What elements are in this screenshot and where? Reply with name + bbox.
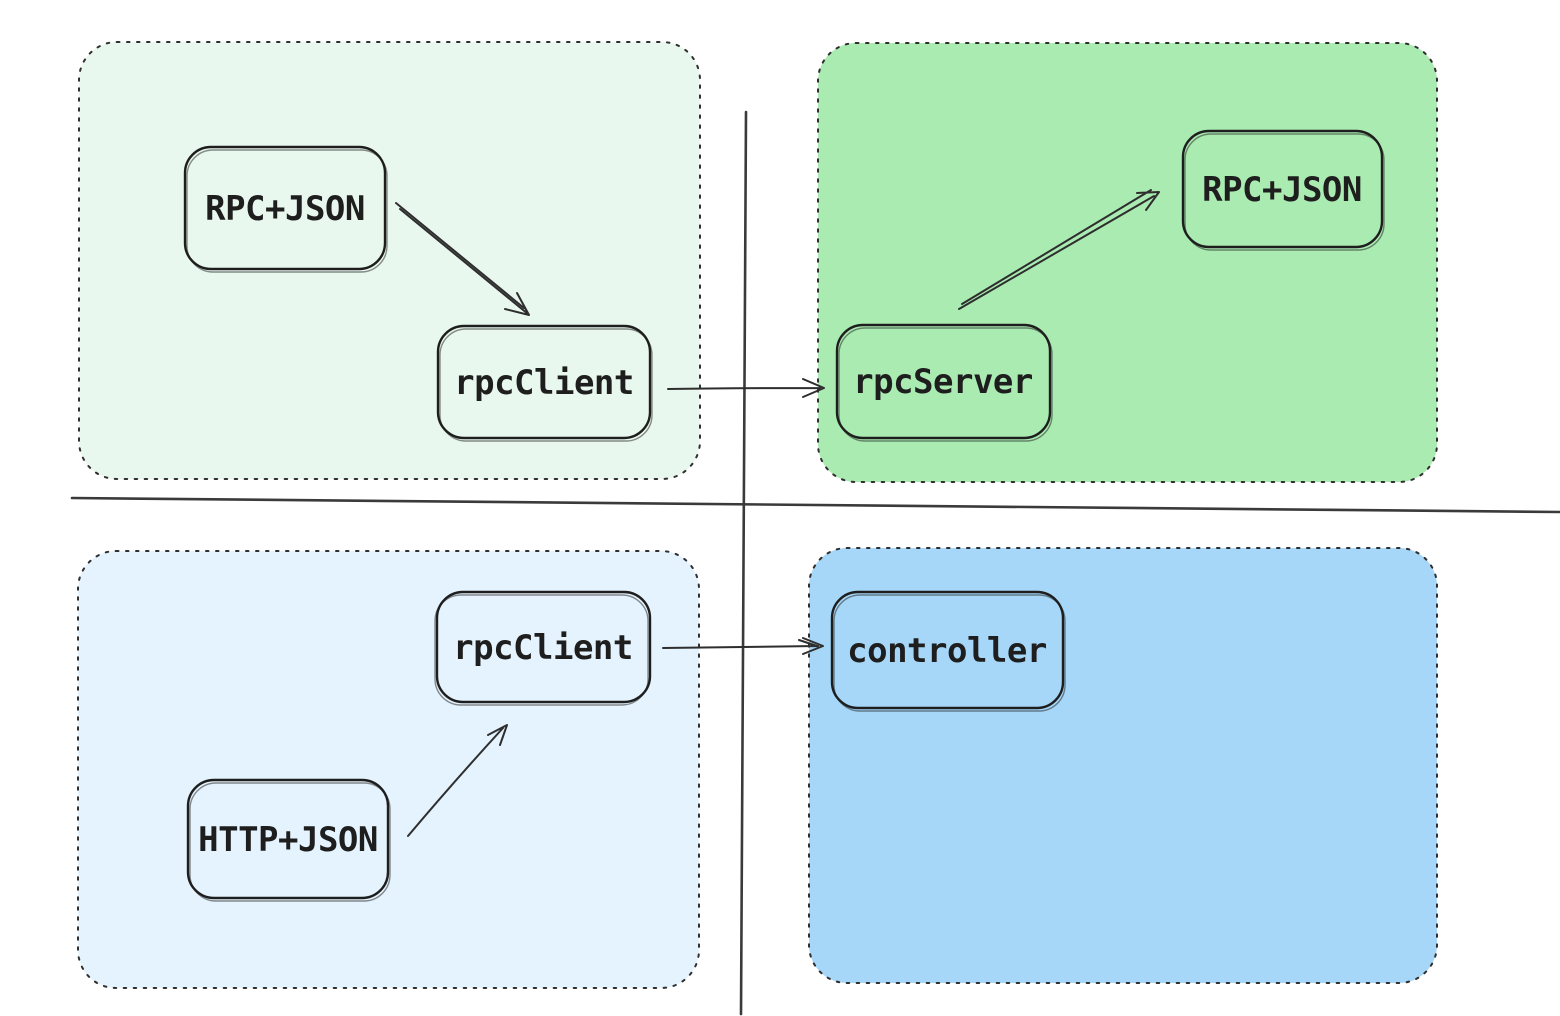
node-label-controller: controller [847,631,1047,671]
quadrant-box-top-left [78,41,701,480]
arrow-rpcclient-to-controller [662,637,824,655]
node-label-rpc-server: rpcServer [853,362,1033,402]
node-box-rpc-client-bottom-left [435,590,652,704]
node-box-rpc-json-top-left [183,145,387,271]
node-box-echo-rpc-client-top-left [439,328,653,442]
node-box-rpc-client-top-left [436,324,652,440]
quadrant-box-bottom-left [77,550,700,989]
axis-vertical-line [739,110,748,1016]
node-box-echo-controller [833,594,1066,712]
node-box-echo-rpc-json-top-left [186,149,388,273]
node-label-rpc-client-top-left: rpcClient [454,363,634,403]
arrow-rpcserver-to-rpcjson [958,189,1160,310]
node-box-rpc-server [835,323,1052,440]
node-box-controller [830,590,1065,710]
node-label-http-json: HTTP+JSON [198,820,378,860]
arrow-rpcclient-to-rpcserver [667,378,825,398]
node-label-rpc-json-top-right: RPC+JSON [1202,170,1362,210]
axis-horizontal-line [70,496,1560,514]
arrow-rpcjson-to-rpcclient-top-left [395,202,530,316]
node-box-echo-rpc-client-bottom-left [434,594,649,706]
node-box-echo-rpc-json-top-right [1184,133,1385,251]
node-box-rpc-json-top-right [1181,129,1384,249]
quadrant-box-top-right [817,42,1438,483]
node-box-echo-rpc-server [838,327,1053,442]
arrow-httpjson-to-rpcclient [407,724,508,837]
node-label-rpc-client-bottom-left: rpcClient [453,628,633,668]
quadrant-box-bottom-right [808,547,1438,984]
node-box-echo-http-json [189,782,391,902]
node-box-http-json [186,778,390,900]
node-label-rpc-json-top-left: RPC+JSON [205,189,365,229]
